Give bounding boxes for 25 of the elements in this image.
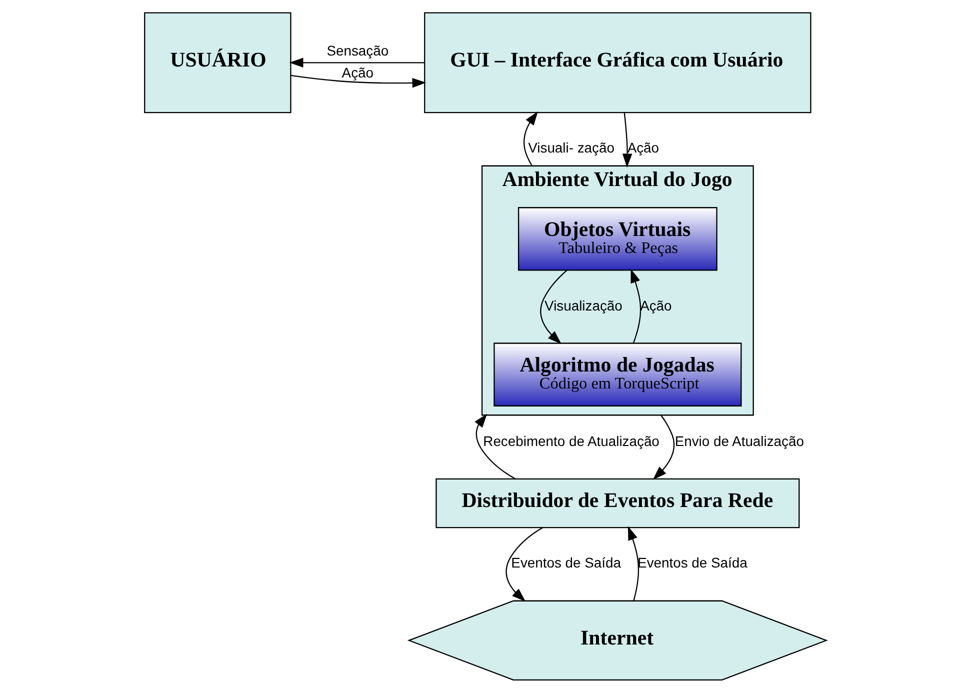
node-box: Algoritmo de Jogadas Código em TorqueScript [494, 342, 742, 406]
arrow [290, 74, 426, 88]
edge-label: Recebimento de Atualização [483, 432, 660, 449]
arrow [652, 414, 675, 480]
edge-label: Ação [627, 140, 660, 156]
node-box: USUÁRIO [144, 12, 292, 114]
arrow [622, 112, 632, 168]
edge-label: Sensação [326, 42, 389, 58]
arrow [289, 58, 424, 68]
node-box: Distribuidor de Eventos Para Rede [436, 478, 800, 528]
arrow [474, 414, 516, 480]
arrow [524, 111, 538, 166]
node-box: GUI – Interface Gráfica com Usuário [424, 12, 812, 114]
edge-label: Envio de Atualização [674, 432, 804, 449]
edge-label: Eventos de Saída [511, 554, 621, 571]
edge-label: Visualização [544, 297, 622, 314]
edge-label: Ação [342, 64, 374, 80]
edge-label: Ação [640, 297, 672, 314]
arrow [630, 268, 642, 344]
edge-label: Visuali- zação [528, 140, 614, 156]
edge-label: Eventos de Saída [638, 554, 748, 571]
arrow [506, 527, 543, 602]
node-box: Objetos Virtuais Tabuleiro & Peças [518, 207, 718, 271]
arrow [540, 270, 568, 344]
arrow [628, 526, 640, 601]
